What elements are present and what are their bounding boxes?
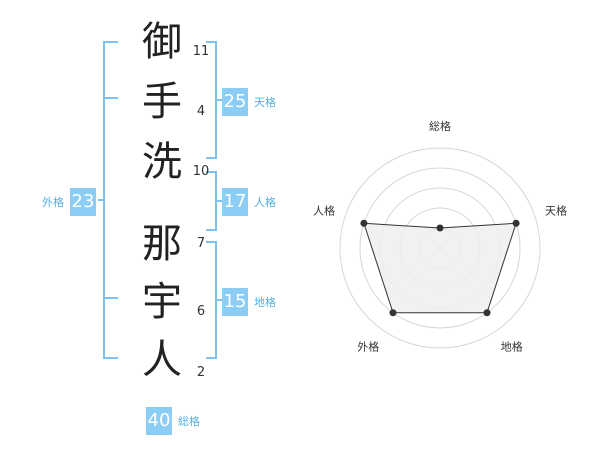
gaikaku-value: 23 — [70, 188, 96, 216]
radar-axis-label: 人格 — [313, 203, 335, 217]
radar-axis-label: 地格 — [501, 340, 523, 354]
soukaku-value: 40 — [146, 407, 172, 435]
soukaku-label: 総格 — [178, 415, 200, 428]
tenkaku-value: 25 — [222, 88, 248, 116]
stroke-count-4: 7 — [196, 236, 206, 251]
radar-axis-label: 外格 — [357, 340, 379, 354]
radar-point — [512, 219, 520, 227]
stroke-count-1: 11 — [192, 44, 210, 59]
radar-grid-ring — [339, 147, 541, 349]
gaikaku-inner-ticks — [104, 97, 118, 299]
chikaku-badge: 15 地格 — [222, 288, 276, 316]
gaikaku-badge: 外格 23 — [42, 188, 96, 216]
name-char-5: 宇 — [142, 279, 182, 325]
stroke-count-3: 10 — [192, 164, 210, 179]
name-char-6: 人 — [142, 337, 182, 383]
tenkaku-label: 天格 — [254, 96, 276, 109]
chikaku-label: 地格 — [254, 296, 276, 309]
gaikaku-label: 外格 — [42, 196, 64, 209]
name-char-3: 洗 — [142, 139, 182, 185]
chikaku-bracket — [206, 241, 222, 359]
stroke-count-5: 6 — [196, 304, 206, 319]
radar-data-points — [360, 219, 520, 317]
jinkaku-badge: 17 人格 — [222, 188, 276, 216]
jinkaku-bracket — [206, 171, 222, 231]
tenkaku-bracket — [206, 41, 222, 159]
gaikaku-bracket — [98, 41, 118, 359]
stroke-count-6: 2 — [196, 365, 206, 380]
jinkaku-label: 人格 — [254, 196, 276, 209]
radar-point — [360, 219, 368, 227]
chikaku-value: 15 — [222, 288, 248, 316]
radar-point — [436, 224, 444, 232]
tenkaku-badge: 25 天格 — [222, 88, 276, 116]
name-char-1: 御 — [142, 19, 182, 65]
radar-point — [389, 309, 397, 317]
soukaku-badge: 40 総格 — [146, 407, 200, 435]
stroke-count-2: 4 — [196, 104, 206, 119]
name-char-4: 那 — [142, 221, 182, 267]
radar-grid-ring — [359, 167, 521, 329]
radar-point — [483, 309, 491, 317]
radar-data-polygon — [363, 222, 517, 314]
jinkaku-value: 17 — [222, 188, 248, 216]
name-char-2: 手 — [142, 79, 182, 125]
radar-axis-label: 総格 — [429, 119, 451, 133]
radar-axis-label: 天格 — [545, 203, 567, 217]
